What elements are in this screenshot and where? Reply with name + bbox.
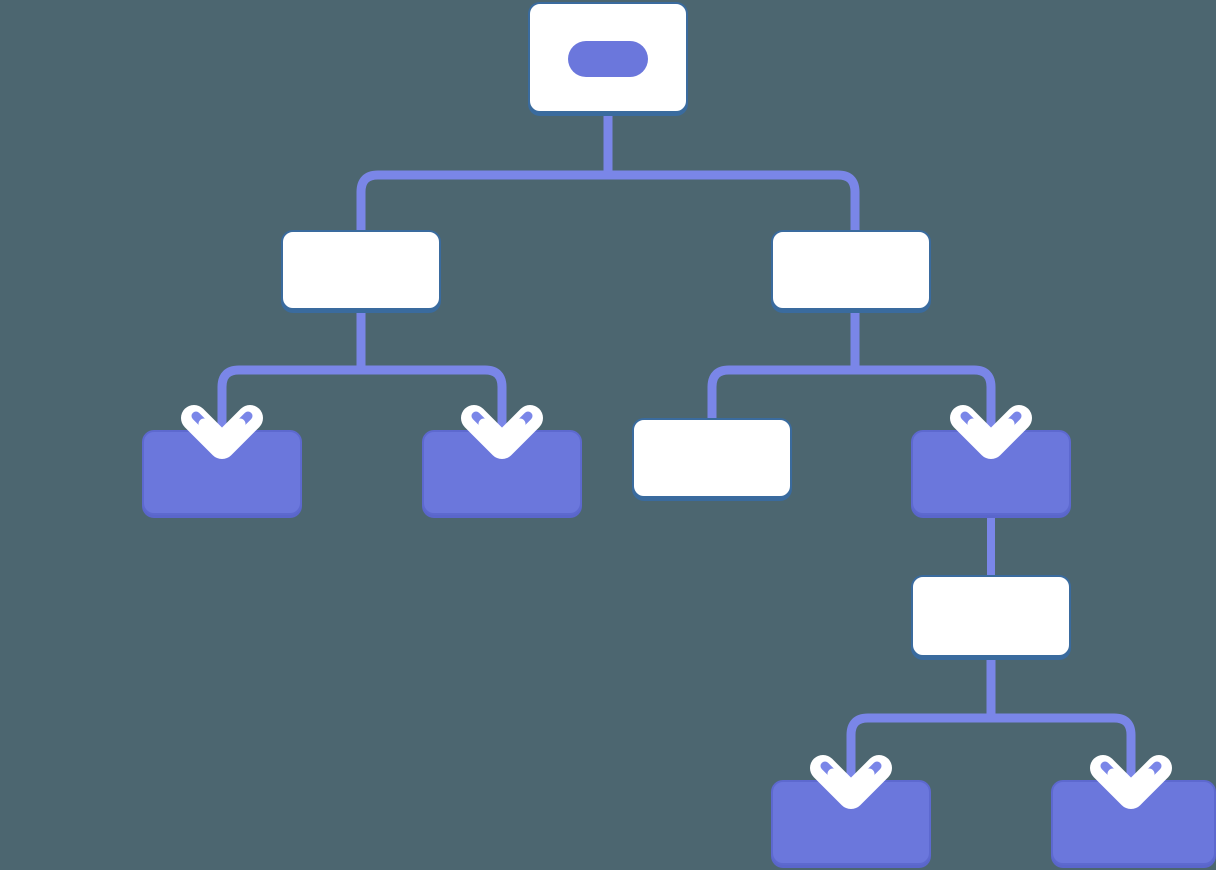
node-l1-right[interactable] xyxy=(771,230,931,310)
root-pill-shape xyxy=(568,41,648,77)
node-l2-c[interactable] xyxy=(632,418,792,498)
node-l4-b[interactable] xyxy=(1051,780,1216,865)
node-l1-left[interactable] xyxy=(281,230,441,310)
node-l2-a[interactable] xyxy=(142,430,302,515)
node-root[interactable] xyxy=(528,2,688,113)
node-l4-a[interactable] xyxy=(771,780,931,865)
node-l3-a[interactable] xyxy=(911,575,1071,657)
node-l2-b[interactable] xyxy=(422,430,582,515)
node-l2-d[interactable] xyxy=(911,430,1071,515)
